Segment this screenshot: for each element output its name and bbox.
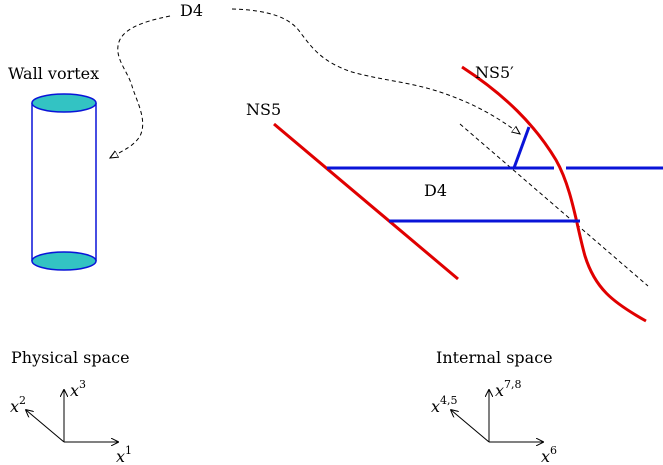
label-d4-top: D4 bbox=[180, 1, 203, 20]
wall-vortex-cylinder bbox=[31, 93, 97, 271]
physical-axis-x1-label: x1 bbox=[116, 444, 132, 465]
cylinder-top-cap bbox=[31, 93, 97, 113]
physical-axis-x2 bbox=[26, 410, 65, 443]
internal-axis-x78-label: x7,8 bbox=[495, 378, 522, 400]
ns5-prime-brane bbox=[461, 65, 647, 323]
d4-dashed-curve-right bbox=[231, 8, 520, 134]
internal-axis-x45 bbox=[451, 410, 490, 443]
internal-axes: x6 x7,8 x4,5 bbox=[431, 378, 557, 465]
physical-axes: x1 x3 x2 bbox=[10, 378, 132, 465]
label-d4-mid: D4 bbox=[424, 181, 447, 200]
d4-brane-slanted bbox=[512, 126, 531, 169]
label-wall-vortex: Wall vortex bbox=[8, 64, 99, 83]
d4-dashed-curve bbox=[110, 15, 171, 158]
cylinder-bottom-cap bbox=[31, 251, 97, 271]
label-physical-space: Physical space bbox=[11, 348, 130, 367]
internal-axis-x45-label: x4,5 bbox=[431, 394, 458, 416]
internal-axis-x6-label: x6 bbox=[541, 444, 557, 465]
physical-axis-x3-label: x3 bbox=[70, 378, 86, 400]
label-internal-space: Internal space bbox=[436, 348, 553, 367]
ns5-brane bbox=[273, 122, 459, 281]
dashed-projection-line bbox=[459, 123, 649, 287]
label-ns5-prime: NS5′ bbox=[475, 63, 514, 82]
label-ns5: NS5 bbox=[246, 100, 281, 119]
physical-axis-x2-label: x2 bbox=[10, 394, 26, 416]
